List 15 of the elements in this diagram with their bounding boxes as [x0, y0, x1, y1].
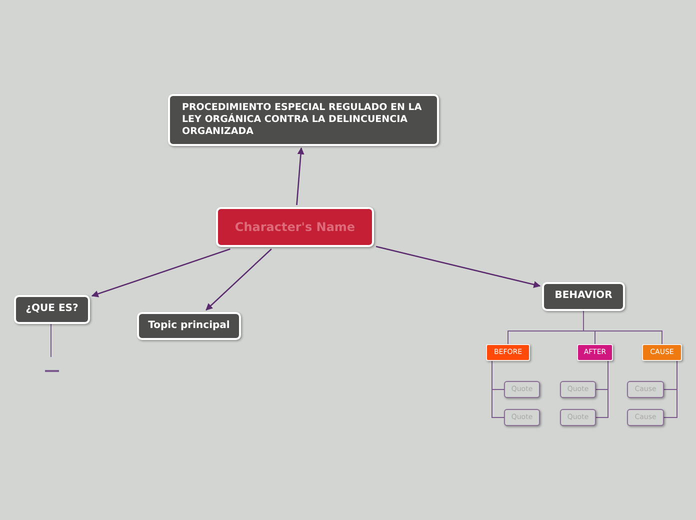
central-topic-box: Character's Name [216, 207, 374, 247]
topic-box: Topic principal [137, 312, 241, 340]
topic-box: ¿QUE ES? [14, 295, 90, 324]
connector-line [583, 310, 662, 344]
connector-line [492, 360, 504, 418]
topic-box: BEHAVIOR [542, 282, 625, 311]
connector-line [596, 360, 608, 418]
arrow [91, 248, 230, 298]
empty-topic-line [45, 370, 59, 372]
arrow [376, 246, 541, 288]
connector-line [664, 360, 678, 418]
connector-line [50, 324, 52, 358]
arrow [206, 248, 272, 310]
topic-box: PROCEDIMIENTO ESPECIAL REGULADO EN LA LEY ORGÁNICA CONTRA LA DELINCUENCIA ORGANIZADA [168, 94, 439, 146]
arrow [296, 147, 304, 206]
